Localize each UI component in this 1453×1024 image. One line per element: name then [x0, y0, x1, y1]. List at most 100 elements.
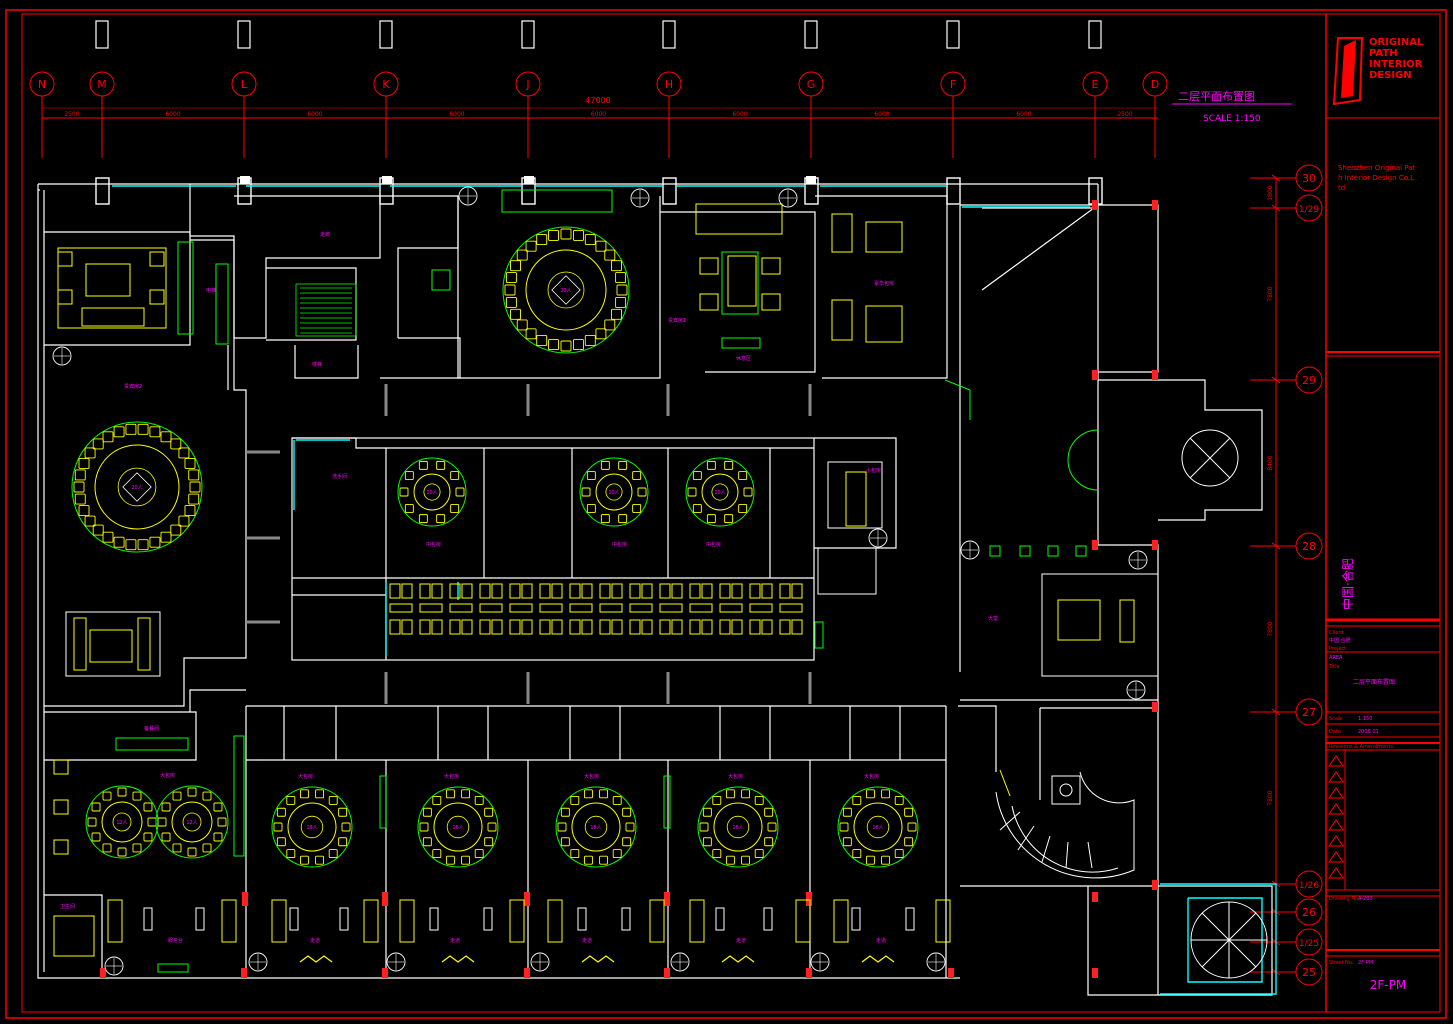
- grid-bubble-H: [656, 71, 682, 97]
- booth-table: [419, 603, 443, 613]
- revision-triangle: [1328, 787, 1344, 799]
- chair: [706, 514, 716, 524]
- booth-seat: [779, 619, 791, 635]
- label-aisle-5: 走道: [876, 937, 886, 944]
- chair: [172, 843, 182, 853]
- grid-label-N: N: [38, 78, 46, 91]
- booth-seat: [569, 619, 581, 635]
- chair: [74, 493, 86, 505]
- dim-spacing: 6000: [165, 111, 180, 118]
- chair: [525, 240, 537, 252]
- chair: [625, 822, 635, 832]
- chair: [91, 832, 101, 842]
- rug-ring: [579, 457, 649, 527]
- bench-table: [429, 907, 439, 931]
- plant: [1128, 550, 1148, 570]
- grid-label-E: E: [1092, 78, 1099, 91]
- booth-seat: [629, 619, 641, 635]
- armchair: [149, 251, 165, 267]
- chair: [487, 822, 497, 832]
- chair: [78, 457, 90, 469]
- chair: [583, 789, 593, 799]
- plant: [458, 186, 478, 206]
- rug-ring: [397, 457, 467, 527]
- plant: [530, 952, 550, 972]
- chair: [687, 487, 697, 497]
- red-column: [382, 968, 388, 978]
- booth-seat: [461, 619, 473, 635]
- plant: [670, 952, 690, 972]
- chair: [616, 284, 628, 296]
- chair: [455, 487, 465, 497]
- booth-seat: [599, 583, 611, 599]
- chair: [505, 297, 517, 308]
- chair: [160, 431, 172, 443]
- bench-seat: [795, 899, 811, 943]
- drawing-no-value: A-203: [1358, 896, 1373, 902]
- chair: [178, 447, 190, 459]
- revision-triangle: [1328, 819, 1344, 831]
- revision-triangles: [1328, 755, 1344, 879]
- plant: [960, 540, 980, 560]
- spiral-staircase: [995, 769, 1268, 979]
- chair: [599, 855, 609, 865]
- stair-block: [295, 283, 357, 337]
- chair: [484, 837, 494, 847]
- label-vip-room-2: 贵宾房2: [124, 383, 142, 390]
- chair: [570, 795, 580, 805]
- chair: [315, 855, 325, 865]
- chair: [741, 855, 751, 865]
- chair: [418, 460, 428, 470]
- chair: [445, 789, 455, 799]
- revision-triangle: [1328, 867, 1344, 879]
- room-labels: 走廊 电梯 楼梯 贵宾房2 贵宾房1 豪华包房 大包房 中包房 中包房 中包房 …: [60, 231, 998, 944]
- table-label: 10人: [714, 490, 725, 496]
- chair: [604, 319, 616, 331]
- row-grid: 301/292928271/26261/25251800780084007800…: [1250, 164, 1323, 986]
- lazy-susan: [423, 483, 441, 501]
- booth-seat: [491, 619, 503, 635]
- chair: [618, 460, 628, 470]
- bench-table: [195, 907, 205, 931]
- chair: [161, 832, 171, 842]
- logo-line-4: DESIGN: [1369, 70, 1412, 81]
- chair: [611, 308, 622, 320]
- chair: [615, 272, 627, 283]
- booth-seat: [581, 619, 593, 635]
- chair: [504, 284, 516, 296]
- red-column: [1092, 968, 1098, 978]
- bench-seat: [399, 899, 415, 943]
- lazy-susan: [300, 815, 324, 839]
- plan-walls: [37, 183, 1273, 996]
- grid-marker-box: [95, 20, 109, 49]
- chair: [202, 791, 212, 801]
- column-stub: [808, 672, 812, 704]
- column-stub: [246, 450, 280, 454]
- booth-seat: [419, 583, 431, 599]
- chair: [137, 539, 149, 551]
- row-spacing: 7800: [1267, 790, 1274, 805]
- chair: [712, 849, 722, 859]
- chair: [102, 431, 114, 443]
- chair: [632, 471, 642, 480]
- chair: [637, 487, 647, 497]
- booth-seat: [689, 619, 701, 635]
- lazy-susan: [117, 467, 157, 507]
- booth-seat: [461, 583, 473, 599]
- armchair: [53, 839, 69, 855]
- armchair: [53, 799, 69, 815]
- wave-decoration: [299, 955, 333, 963]
- chair: [92, 438, 104, 450]
- chair: [461, 855, 471, 865]
- structural-columns: [95, 176, 1103, 704]
- dim-spacing: 2500: [64, 111, 79, 118]
- bench-seat: [649, 899, 665, 943]
- chair: [839, 822, 849, 832]
- chair: [418, 514, 428, 524]
- chair: [510, 260, 521, 272]
- table-top: [853, 802, 903, 852]
- chair: [570, 849, 580, 859]
- bench-seat: [547, 899, 563, 943]
- revision-triangle: [1328, 803, 1344, 815]
- bench-seat: [935, 899, 951, 943]
